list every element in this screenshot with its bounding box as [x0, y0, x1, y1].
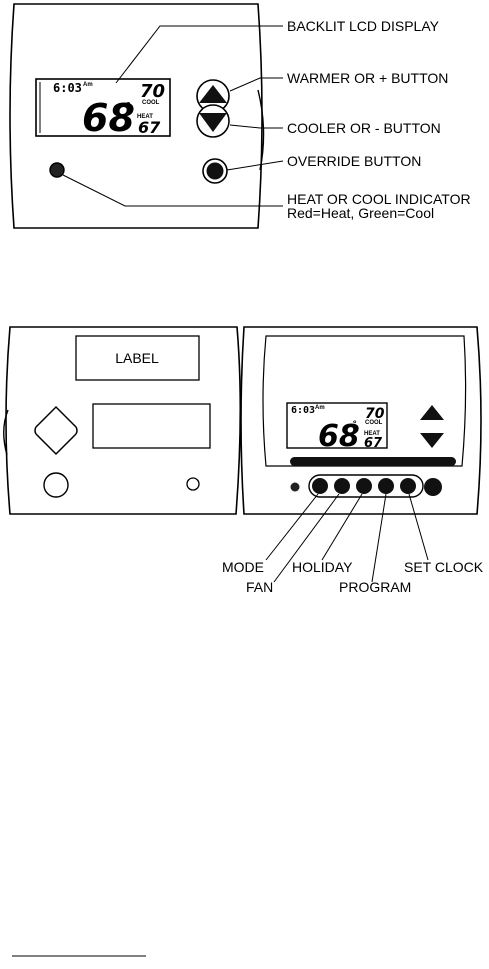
program-button[interactable]	[378, 478, 394, 494]
lcd2-heat-value: 67	[364, 436, 383, 451]
cooler-button[interactable]	[197, 105, 229, 137]
lcd-heat-value: 67	[138, 118, 161, 137]
label-text: LABEL	[115, 350, 159, 366]
callout-program: PROGRAM	[339, 579, 411, 595]
display-bar	[290, 457, 456, 466]
override-button[interactable]	[424, 478, 442, 496]
lcd2-ampm: Am	[315, 405, 325, 411]
override-button[interactable]	[203, 159, 227, 183]
thermostat-front-diagram: 6:03 Am 68 ° 70 COOL HEAT 67	[10, 4, 471, 228]
lcd2-mode: COOL	[365, 420, 383, 426]
function-button-group	[309, 475, 423, 497]
thermostat-models-diagram: LABEL 6:03 Am 68 ° 70 COOL	[4, 327, 484, 595]
basic-display-window	[93, 404, 210, 448]
programmable-lcd-display: 6:03 Am 68 ° 70 COOL HEAT 67	[287, 403, 387, 454]
lcd-mode: COOL	[142, 100, 160, 106]
heat-cool-indicator	[50, 163, 64, 177]
callout-warmer-button: WARMER OR + BUTTON	[287, 70, 448, 86]
callout-holiday: HOLIDAY	[292, 559, 353, 575]
lcd-degree: °	[125, 100, 132, 113]
basic-thermostat: LABEL	[4, 327, 241, 514]
lcd-ampm: Am	[83, 82, 93, 88]
status-indicator	[291, 483, 300, 492]
callout-override-button: OVERRIDE BUTTON	[287, 153, 421, 169]
lcd-setpoint: 70	[140, 81, 165, 102]
callout-set-clock: SET CLOCK	[404, 559, 484, 575]
callout-cooler-button: COOLER OR - BUTTON	[287, 120, 441, 136]
basic-indicator	[187, 478, 199, 490]
programmable-thermostat: 6:03 Am 68 ° 70 COOL HEAT 67	[241, 327, 481, 514]
fan-button[interactable]	[334, 478, 350, 494]
lcd-time: 6:03	[53, 81, 82, 95]
basic-override-button[interactable]	[44, 473, 68, 497]
callout-indicator-detail: Red=Heat, Green=Cool	[287, 205, 434, 221]
callout-mode: MODE	[222, 559, 264, 575]
lcd2-time: 6:03	[291, 405, 315, 416]
lcd-display: 6:03 Am 68 ° 70 COOL HEAT 67	[36, 79, 170, 140]
set-clock-button[interactable]	[400, 478, 416, 494]
holiday-button[interactable]	[356, 478, 372, 494]
callout-backlit-display: BACKLIT LCD DISPLAY	[287, 18, 440, 34]
lcd2-degree: °	[352, 420, 357, 430]
mode-button[interactable]	[312, 478, 328, 494]
callout-fan: FAN	[246, 579, 273, 595]
